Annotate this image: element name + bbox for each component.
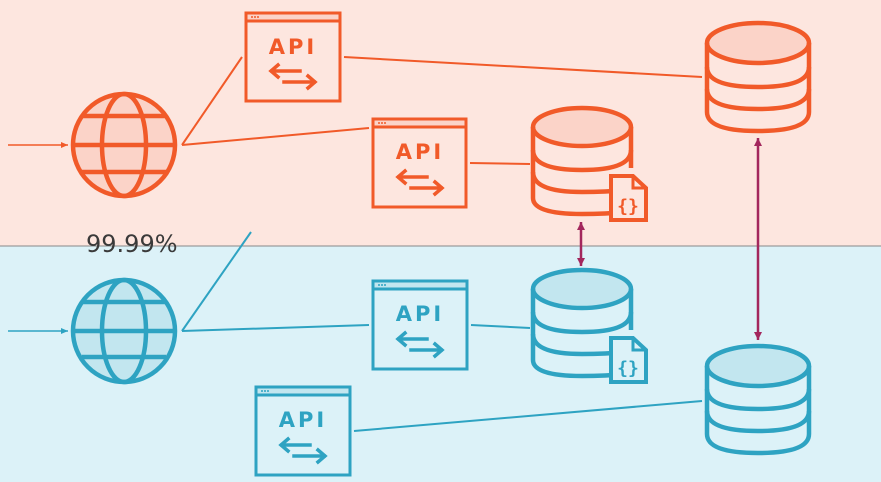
connector-api2-db <box>353 400 703 432</box>
database-icon <box>704 343 812 456</box>
connector-api1-dbjson <box>470 324 531 329</box>
json-badge: {} <box>617 196 639 217</box>
json-badge: {} <box>617 358 639 379</box>
globe-icon <box>70 277 178 385</box>
api-label: API <box>269 35 317 59</box>
connector-globe-api2 <box>181 127 370 146</box>
exchange-arrows-icon <box>395 168 445 197</box>
globe-icon <box>70 91 178 199</box>
connector-globe-api1 <box>181 56 243 146</box>
primary-region: API API { <box>8 11 812 222</box>
database-json-icon: {} <box>530 267 648 384</box>
api-label: API <box>396 302 444 326</box>
secondary-region: API API {} <box>8 231 812 477</box>
exchange-arrows-icon <box>395 330 445 359</box>
database-json-icon: {} <box>530 105 648 222</box>
availability-label: 99.99% <box>86 230 178 258</box>
json-file-icon: {} <box>609 174 648 222</box>
exchange-arrows-icon <box>268 62 318 91</box>
api-label: API <box>396 140 444 164</box>
api-icon: API <box>371 279 469 371</box>
api-icon: API <box>244 11 342 103</box>
connector-api2-dbjson <box>469 162 531 165</box>
api-label: API <box>279 408 327 432</box>
connector-globe-api-upper <box>181 231 252 332</box>
connector-api1-db <box>343 56 703 78</box>
api-icon: API <box>254 385 352 477</box>
database-icon <box>704 20 812 134</box>
api-icon: API <box>371 117 468 209</box>
connector-globe-api1 <box>181 324 370 332</box>
json-file-icon: {} <box>609 336 648 384</box>
exchange-arrows-icon <box>278 436 328 465</box>
